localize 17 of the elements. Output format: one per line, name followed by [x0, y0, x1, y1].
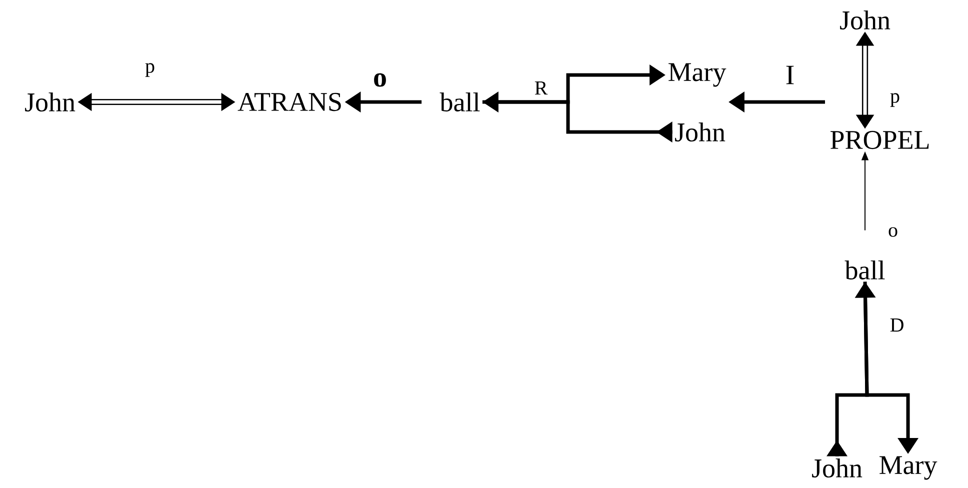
concept-word: ball	[440, 92, 480, 112]
concept-word: John	[25, 92, 76, 112]
concept-word: John	[812, 458, 862, 478]
edge-label: R	[534, 81, 548, 95]
concept-word: PROPEL	[830, 130, 929, 150]
concept-word: John	[675, 122, 726, 142]
edge-label: D	[890, 318, 904, 332]
edge-label: o	[374, 73, 386, 87]
edge-label: I	[786, 66, 794, 84]
concept-word: ATRANS	[238, 92, 341, 112]
edge-label: p	[145, 63, 154, 77]
edge-label: o	[888, 227, 898, 237]
edge-label: p	[890, 93, 900, 107]
concept-word: ball	[844, 260, 885, 280]
concept-word: John	[840, 10, 890, 30]
concept-word: Mary	[880, 456, 938, 480]
concept-word: Mary	[668, 63, 726, 87]
